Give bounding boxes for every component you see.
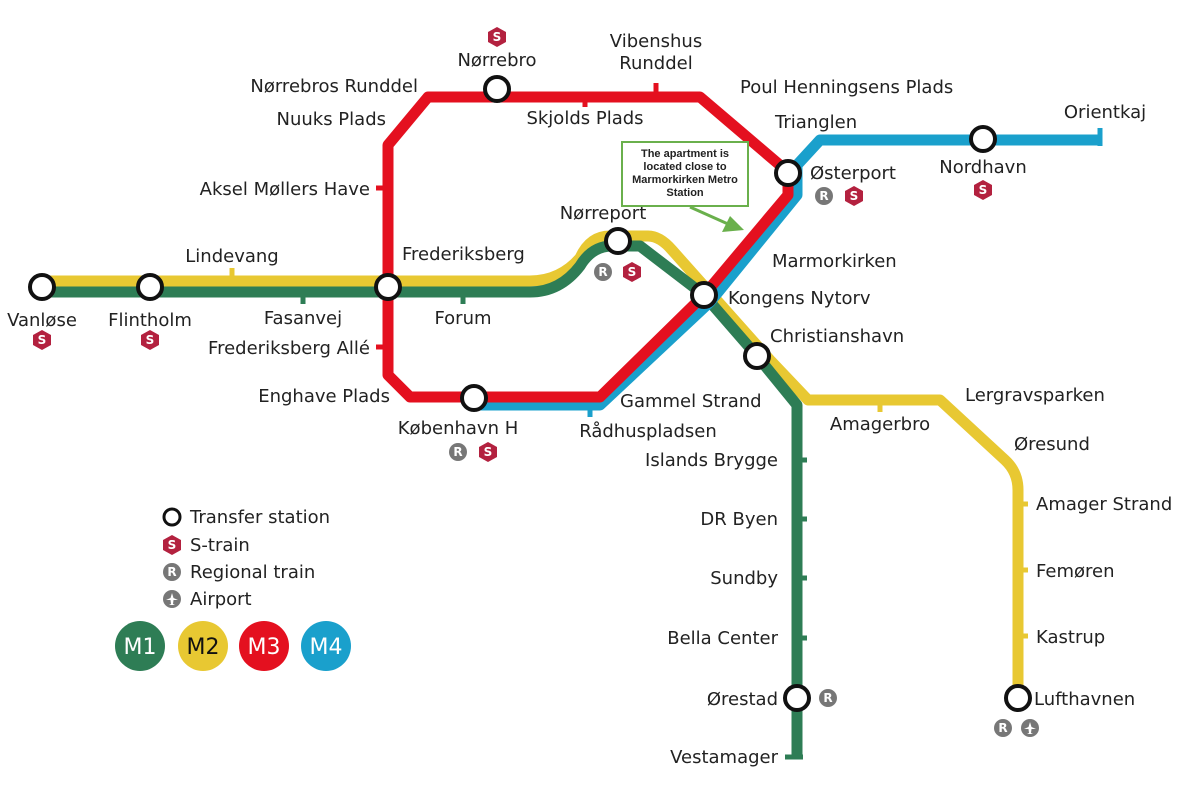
station-label: Kastrup: [1036, 627, 1105, 648]
line-m2: [42, 230, 1024, 698]
s-train-icon: S: [141, 330, 159, 350]
svg-text:S: S: [484, 445, 493, 459]
svg-text:S: S: [628, 265, 637, 279]
legend-airport: Airport: [190, 589, 252, 610]
regional-train-icon: R: [594, 263, 612, 281]
station-label: Aksel Møllers Have: [200, 179, 370, 200]
svg-text:The apartment is: The apartment is: [641, 148, 729, 160]
line-m3: [382, 91, 794, 403]
s-train-icon: S: [974, 180, 992, 200]
svg-text:Station: Station: [666, 187, 704, 199]
airport-icon: [163, 590, 181, 608]
svg-text:R: R: [823, 691, 832, 705]
badge-m1: M1: [124, 635, 157, 660]
svg-text:S: S: [850, 189, 859, 203]
apartment-annotation: The apartment is located close to Marmor…: [621, 141, 749, 232]
airport-icon: [1021, 719, 1039, 737]
station-label: Vanløse: [7, 310, 77, 331]
transfer-station-icon: [162, 507, 182, 527]
station-label: Gammel Strand: [620, 391, 762, 412]
station-label: København H: [398, 418, 518, 439]
station-label: Femøren: [1036, 561, 1114, 582]
station-label: Fasanvej: [264, 308, 342, 329]
station-labels: Vanløse Flintholm Lindevang Fasanvej Fre…: [7, 31, 1172, 768]
transfer-stations: [28, 75, 1032, 712]
svg-text:S: S: [146, 333, 155, 347]
station-label: Skjolds Plads: [526, 108, 643, 129]
svg-text:R: R: [167, 565, 176, 579]
line-m4: [474, 134, 1100, 411]
legend-regional: Regional train: [190, 562, 315, 583]
svg-text:located close to: located close to: [643, 161, 726, 173]
station-label: Lufthavnen: [1034, 689, 1135, 710]
station-label: DR Byen: [700, 509, 778, 530]
station-label: Flintholm: [108, 310, 192, 331]
station-label: Runddel: [619, 53, 692, 74]
svg-text:Marmorkirken Metro: Marmorkirken Metro: [632, 174, 738, 186]
station-label: Islands Brygge: [645, 450, 778, 471]
station-label: Nørrebro: [457, 50, 536, 71]
station-label: Forum: [434, 308, 491, 329]
station-label: Amagerbro: [830, 414, 930, 435]
station-label: Frederiksberg Allé: [208, 338, 370, 359]
station-label: Vibenshus: [610, 31, 702, 52]
station-label: Enghave Plads: [258, 386, 390, 407]
svg-text:S: S: [979, 183, 988, 197]
station-label: Nørreport: [560, 203, 647, 224]
station-label: Christianshavn: [770, 326, 904, 347]
s-train-icon: S: [623, 262, 641, 282]
station-label: Kongens Nytorv: [728, 288, 871, 309]
badge-m3: M3: [248, 635, 281, 660]
station-label: Marmorkirken: [772, 251, 897, 272]
s-train-icon: S: [479, 442, 497, 462]
legend: Transfer station S S-train R Regional tr…: [115, 507, 351, 671]
svg-text:S: S: [493, 30, 502, 44]
station-label: Lindevang: [185, 246, 278, 267]
station-label: Øresund: [1014, 434, 1090, 455]
station-label: Orientkaj: [1064, 102, 1146, 123]
annotation-arrow: [689, 205, 729, 226]
station-label: Nørrebros Runddel: [250, 76, 418, 97]
s-train-icons: S S S S S S S: [33, 27, 992, 462]
svg-text:R: R: [453, 445, 462, 459]
regional-train-icon: R: [994, 719, 1012, 737]
station-label: Rådhuspladsen: [579, 421, 717, 442]
station-label: Trianglen: [774, 112, 857, 133]
svg-text:S: S: [38, 333, 47, 347]
regional-train-icon: R: [819, 689, 837, 707]
station-label: Amager Strand: [1036, 494, 1172, 515]
legend-strain: S-train: [190, 535, 250, 556]
svg-text:R: R: [598, 265, 607, 279]
station-label: Poul Henningsens Plads: [740, 77, 953, 98]
legend-transfer: Transfer station: [189, 507, 330, 528]
station-label: Nuuks Plads: [277, 109, 387, 130]
s-train-icon: S: [488, 27, 506, 47]
s-train-icon: S: [163, 535, 181, 555]
station-label: Frederiksberg: [402, 244, 525, 265]
svg-text:R: R: [998, 721, 1007, 735]
regional-train-icon: R: [815, 187, 833, 205]
station-label: Sundby: [710, 568, 778, 589]
badge-m4: M4: [310, 635, 343, 660]
station-label: Ørestad: [707, 689, 778, 710]
regional-train-icons: R R R R R: [449, 187, 1039, 737]
svg-text:S: S: [168, 538, 177, 552]
regional-train-icon: R: [449, 443, 467, 461]
regional-train-icon: R: [163, 563, 181, 581]
svg-text:R: R: [819, 189, 828, 203]
station-label: Vestamager: [670, 747, 779, 768]
station-label: Bella Center: [667, 628, 778, 649]
s-train-icon: S: [33, 330, 51, 350]
s-train-icon: S: [845, 186, 863, 206]
station-label: Nordhavn: [939, 157, 1027, 178]
station-label: Østerport: [810, 163, 896, 184]
badge-m2: M2: [187, 635, 220, 660]
station-label: Lergravsparken: [965, 385, 1105, 406]
